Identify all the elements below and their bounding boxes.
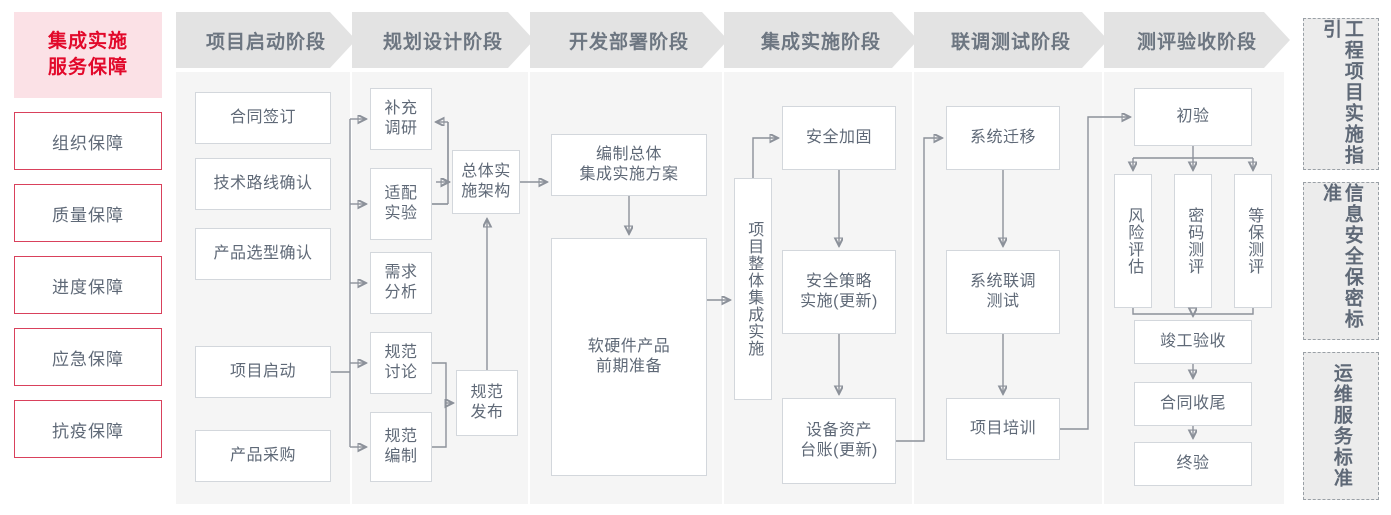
guarantee-item-quality[interactable]: 质量保障	[14, 184, 162, 242]
phase-header-integration-implementation[interactable]: 集成实施阶段	[724, 12, 918, 68]
guarantee-item-emergency[interactable]: 应急保障	[14, 328, 162, 386]
node-spec-release[interactable]: 规范 发布	[456, 370, 518, 436]
node-completion-acceptance[interactable]: 竣工验收	[1134, 320, 1252, 364]
node-contract-closeout[interactable]: 合同收尾	[1134, 382, 1252, 426]
node-project-training[interactable]: 项目培训	[946, 398, 1060, 460]
node-preliminary-acceptance[interactable]: 初验	[1134, 88, 1252, 146]
node-requirement-analysis[interactable]: 需求 分析	[370, 252, 432, 314]
phase-header-planning-design[interactable]: 规划设计阶段	[352, 12, 534, 68]
standard-engineering-project-guide[interactable]: 工程项目实施指引	[1303, 18, 1379, 170]
node-security-hardening[interactable]: 安全加固	[782, 106, 896, 170]
node-supplementary-research[interactable]: 补充 调研	[370, 88, 432, 150]
node-product-selection-confirm[interactable]: 产品选型确认	[195, 228, 331, 280]
node-spec-discussion[interactable]: 规范 讨论	[370, 332, 432, 394]
guarantee-item-epidemic[interactable]: 抗疫保障	[14, 400, 162, 458]
node-product-procurement[interactable]: 产品采购	[195, 430, 331, 482]
standard-ops-service[interactable]: 运维服务标准	[1303, 352, 1379, 500]
phase-header-project-start[interactable]: 项目启动阶段	[176, 12, 356, 68]
phase-header-development-deployment[interactable]: 开发部署阶段	[530, 12, 728, 68]
node-hardware-software-preparation[interactable]: 软硬件产品 前期准备	[551, 238, 707, 476]
guarantee-item-organization[interactable]: 组织保障	[14, 112, 162, 170]
node-mlps-evaluation[interactable]: 等保测评	[1234, 174, 1272, 308]
service-guarantee-panel: 集成实施 服务保障 组织保障 质量保障 进度保障 应急保障 抗疫保障	[14, 12, 162, 504]
phase-header-joint-debug-test[interactable]: 联调测试阶段	[914, 12, 1108, 68]
node-adaptation-experiment[interactable]: 适配 实验	[370, 168, 432, 240]
node-tech-route-confirm[interactable]: 技术路线确认	[195, 158, 331, 210]
node-system-migration[interactable]: 系统迁移	[946, 106, 1060, 170]
node-compile-overall-integration-plan[interactable]: 编制总体 集成实施方案	[551, 134, 707, 196]
node-overall-implementation-architecture[interactable]: 总体实 施架构	[452, 150, 520, 214]
node-project-kickoff[interactable]: 项目启动	[195, 346, 331, 398]
standard-label-engineering-project-guide: 工程项目实施指引	[1320, 19, 1363, 166]
node-crypto-evaluation[interactable]: 密码测评	[1174, 174, 1212, 308]
node-contract-signing[interactable]: 合同签订	[195, 92, 331, 144]
standard-label-ops-service: 运维服务标准	[1330, 363, 1352, 489]
service-guarantee-title: 集成实施 服务保障	[14, 12, 162, 98]
node-system-joint-debug-test[interactable]: 系统联调 测试	[946, 250, 1060, 334]
node-project-overall-integration[interactable]: 项目整体集成实施	[734, 178, 772, 400]
node-security-policy-implementation[interactable]: 安全策略 实施(更新)	[782, 250, 896, 334]
node-final-acceptance[interactable]: 终验	[1134, 442, 1252, 486]
guarantee-item-schedule[interactable]: 进度保障	[14, 256, 162, 314]
standard-infosec-confidentiality[interactable]: 信息安全保密标准	[1303, 182, 1379, 340]
node-equipment-asset-ledger[interactable]: 设备资产 台账(更新)	[782, 398, 896, 484]
node-risk-assessment[interactable]: 风险评估	[1114, 174, 1152, 308]
phase-header-evaluation-acceptance[interactable]: 测评验收阶段	[1104, 12, 1290, 68]
node-spec-drafting[interactable]: 规范 编制	[370, 412, 432, 482]
standard-label-infosec-confidentiality: 信息安全保密标准	[1320, 183, 1363, 330]
